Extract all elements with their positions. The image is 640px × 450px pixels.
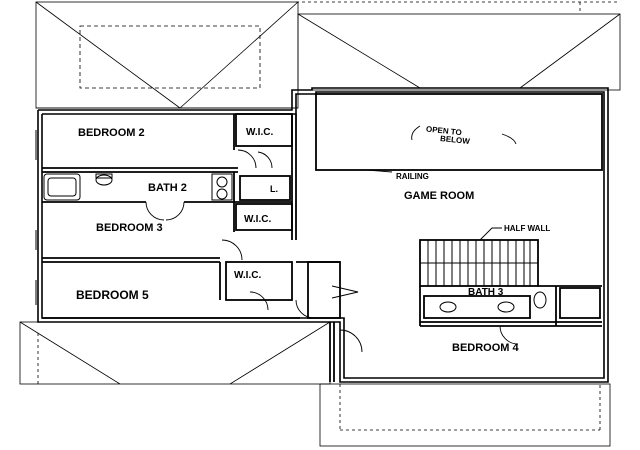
room-label-bedroom-3: BEDROOM 3: [96, 222, 163, 234]
note-half-wall: HALF WALL: [504, 224, 550, 233]
note-open-to-line2: BELOW: [440, 134, 471, 146]
stair-treads: [420, 240, 538, 286]
room-label-bedroom-4: BEDROOM 4: [452, 342, 520, 354]
note-railing: RAILING: [396, 172, 429, 181]
fixtures: [35, 130, 609, 313]
room-label-bath-2: BATH 2: [148, 182, 187, 194]
room-label-wic-mid: W.I.C.: [244, 214, 271, 225]
room-label-game-room: GAME ROOM: [404, 190, 474, 202]
interior-walls: [42, 93, 603, 382]
room-label-wic-top: W.I.C.: [246, 127, 273, 138]
door-swings: [145, 149, 519, 353]
roof-lines: [19, 1, 621, 447]
room-label-bedroom-5: BEDROOM 5: [76, 288, 149, 302]
room-label-bath-3: BATH 3: [468, 287, 504, 298]
annotation-arrows: [365, 125, 517, 241]
room-label-linen: L.: [270, 184, 278, 194]
room-label-wic-low: W.I.C.: [234, 270, 261, 281]
room-label-bedroom-2: BEDROOM 2: [78, 127, 145, 139]
note-open-to-line1: OPEN TO: [426, 125, 463, 138]
